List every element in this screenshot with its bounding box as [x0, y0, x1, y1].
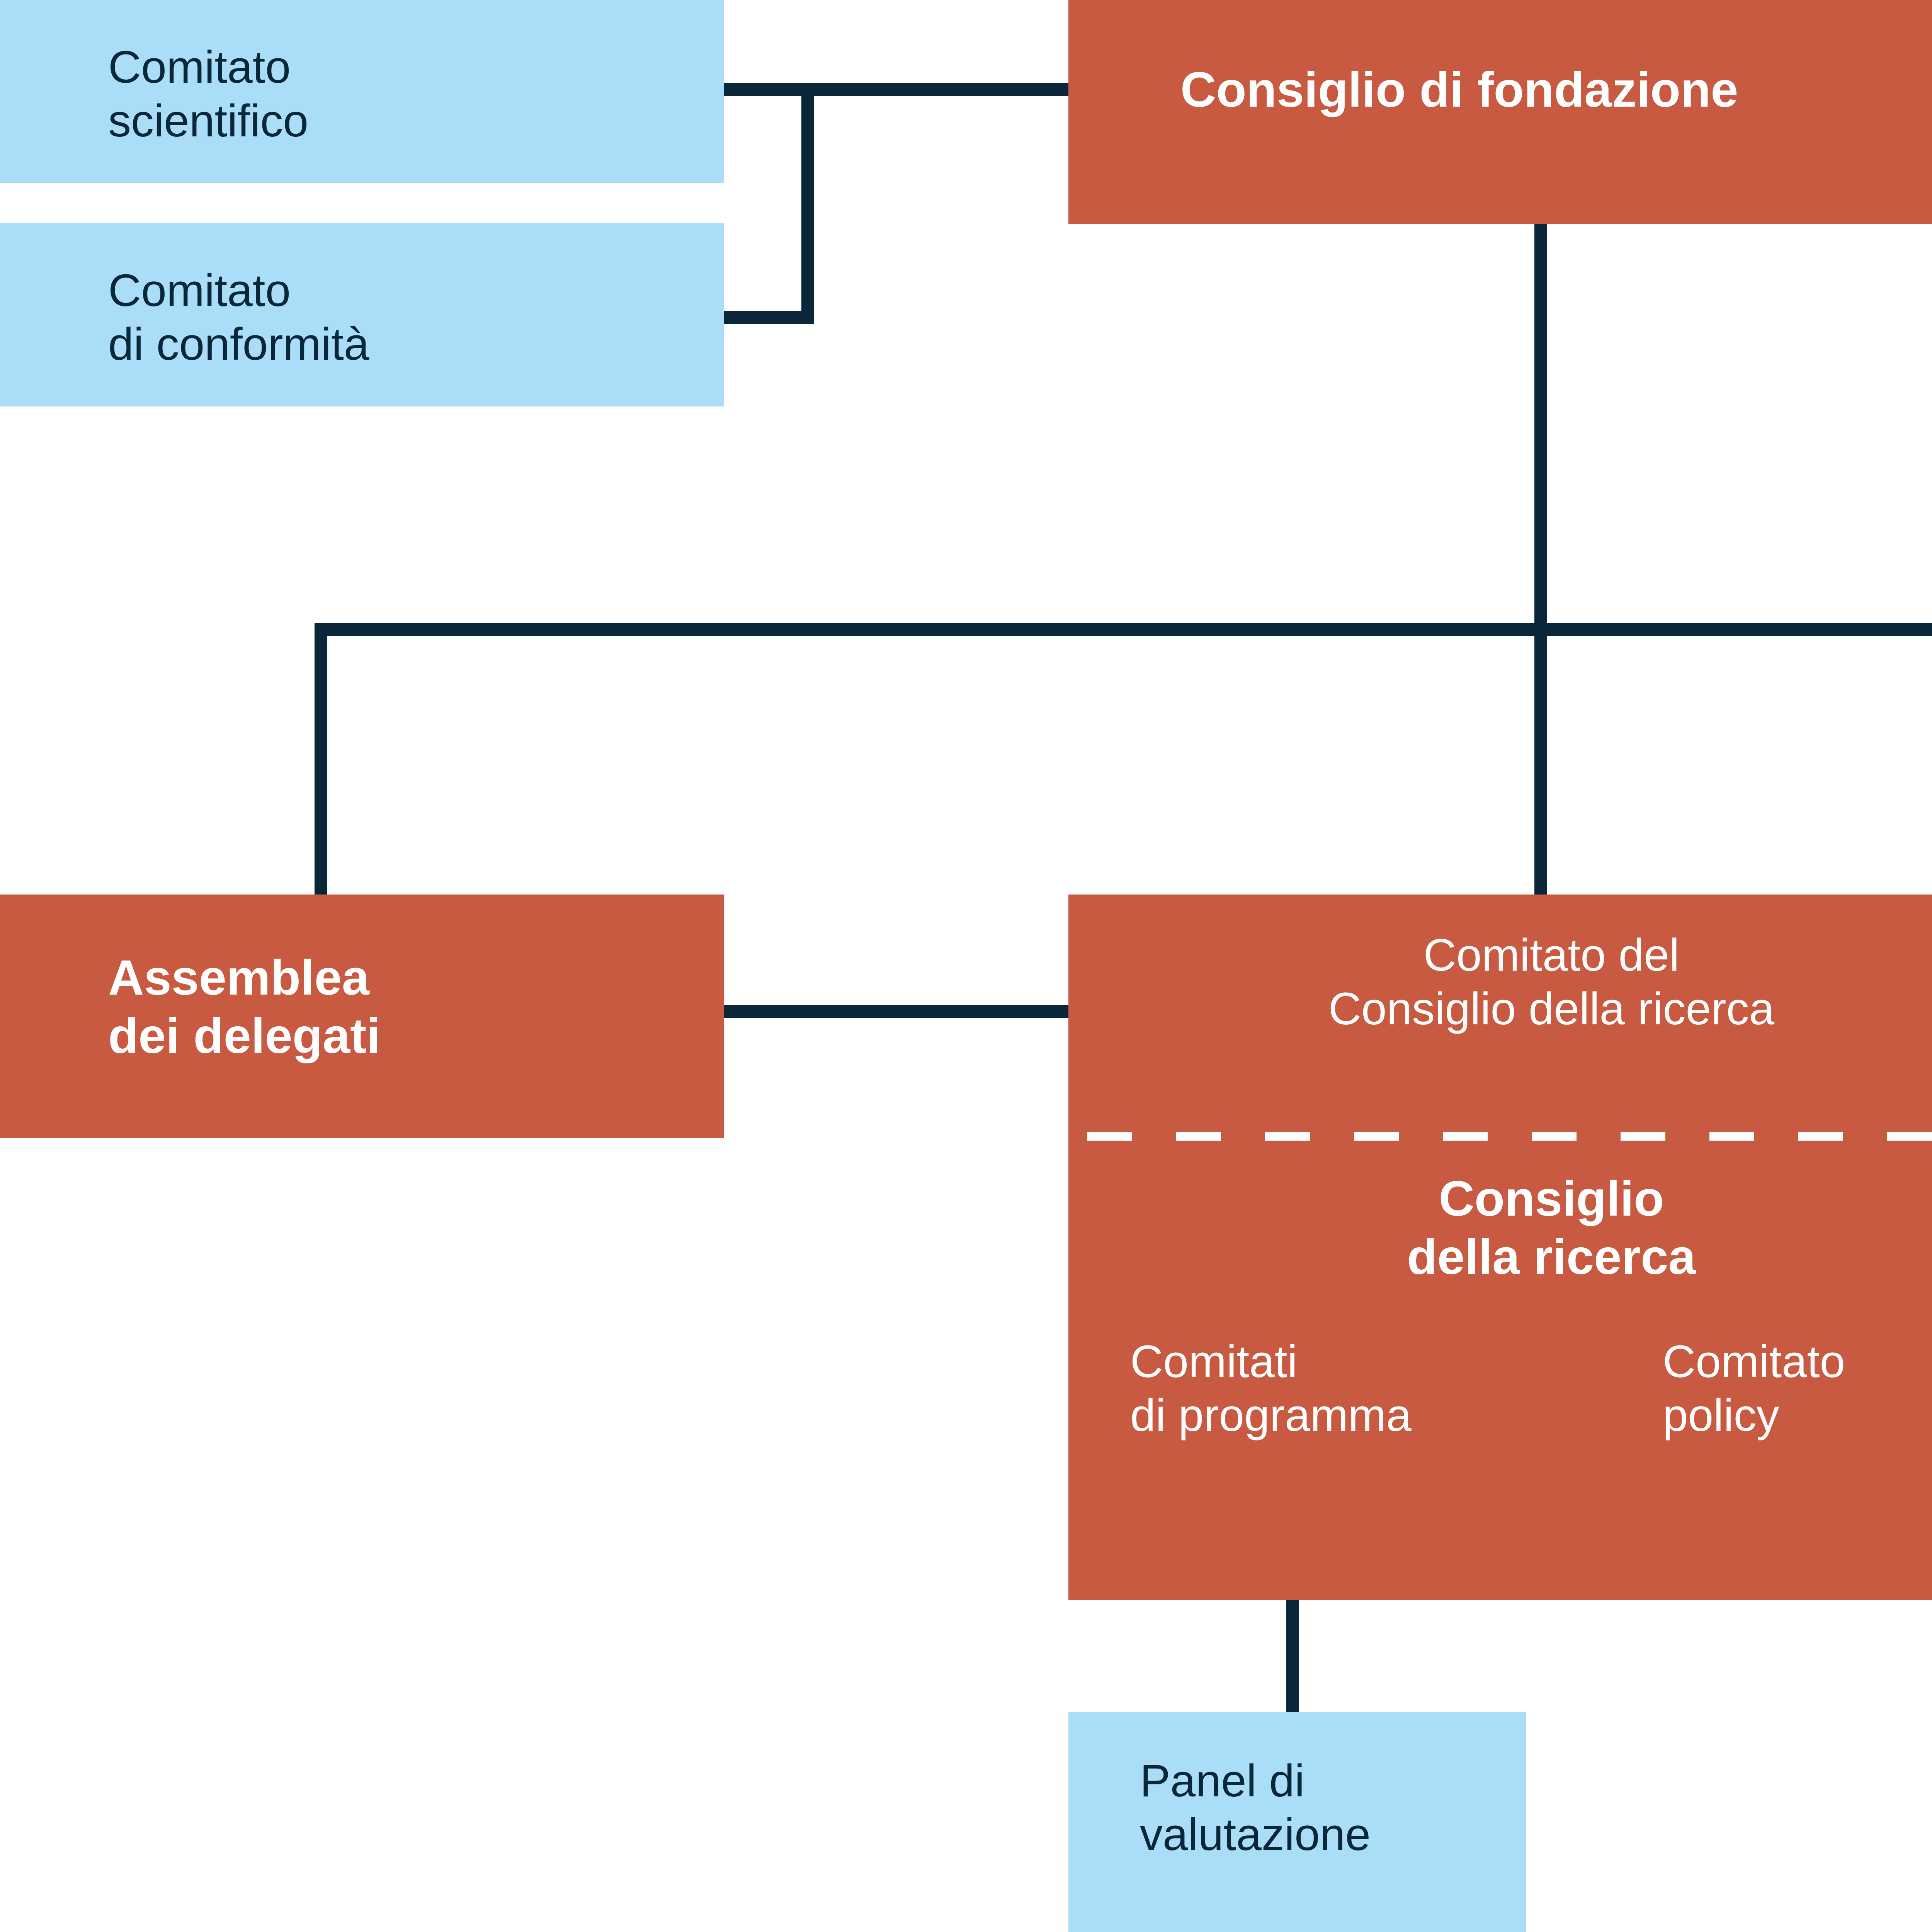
connector-consiglio-ricerca-to-panel — [1286, 1600, 1299, 1712]
node-consiglio-fondazione[interactable]: Consiglio di fondazione — [1068, 0, 1932, 224]
connector-assemblea-to-consiglio-ricerca — [724, 1005, 1068, 1018]
node-consiglio-ricerca-group[interactable]: Comitato del Consiglio della ricerca Con… — [1068, 895, 1932, 1600]
connector-distribution-bar — [315, 623, 1932, 636]
connector-drop-assemblea — [315, 623, 327, 895]
node-panel-valutazione[interactable]: Panel di valutazione — [1068, 1712, 1526, 1932]
node-panel-valutazione-label: Panel di valutazione — [1140, 1755, 1371, 1861]
node-comitato-scientifico[interactable]: Comitato scientifico — [0, 0, 724, 183]
node-comitati-programma-label: Comitati di programma — [1130, 1336, 1412, 1441]
node-comitato-scientifico-label: Comitato scientifico — [108, 42, 309, 147]
node-assemblea-delegati-label: Assemblea dei delegati — [108, 950, 381, 1064]
connector-fondazione-trunk-vertical — [1534, 224, 1547, 895]
node-comitato-conformita-label: Comitato di conformità — [108, 265, 369, 370]
node-comitato-consiglio-ricerca-label: Comitato del Consiglio della ricerca — [1328, 930, 1775, 1035]
node-comitato-policy-label: Comitato policy — [1663, 1336, 1845, 1441]
connector-comitato-conformita-horizontal — [724, 311, 814, 324]
node-assemblea-delegati[interactable]: Assemblea dei delegati — [0, 895, 724, 1138]
node-consiglio-fondazione-label: Consiglio di fondazione — [1180, 62, 1738, 117]
connector-comitato-scientifico-horizontal — [724, 83, 1068, 96]
dashed-separator — [1087, 1132, 1932, 1141]
node-comitato-conformita[interactable]: Comitato di conformità — [0, 223, 724, 406]
connector-left-committees-vertical — [801, 83, 814, 324]
node-consiglio-ricerca-label: Consiglio della ricerca — [1407, 1171, 1696, 1285]
